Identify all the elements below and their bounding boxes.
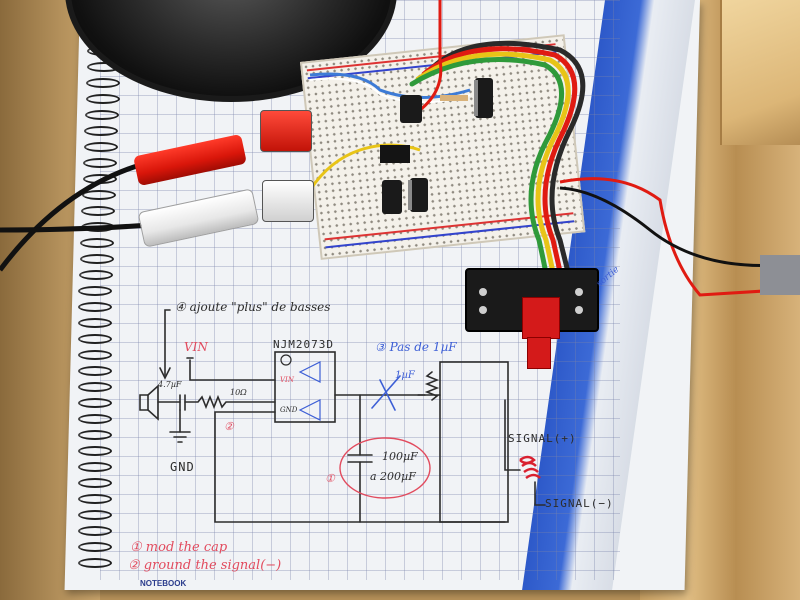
note-footer-2: ② ground the signal(−) <box>128 558 282 573</box>
spiral-ring <box>78 414 112 424</box>
spiral-ring <box>78 558 112 568</box>
slider-knob <box>522 297 560 339</box>
note-gnd: GND <box>170 460 195 474</box>
spiral-ring <box>78 350 112 360</box>
module-hole <box>479 306 487 314</box>
notebook-brand: NOTEBOOK <box>140 579 187 588</box>
spiral-ring <box>78 302 112 312</box>
spiral-ring <box>83 142 118 152</box>
spiral-ring <box>78 366 112 376</box>
note-num-1-schematic: ① <box>325 472 335 485</box>
spiral-ring <box>78 286 113 296</box>
spiral-ring <box>82 190 116 200</box>
breadboard <box>300 34 586 260</box>
spiral-ring <box>79 254 114 264</box>
rca-jack-white <box>262 180 314 222</box>
spiral-ring <box>78 398 112 408</box>
spiral-ring <box>78 382 112 392</box>
spiral-ring <box>78 526 112 536</box>
spiral-ring <box>86 78 121 88</box>
note-footer-1: ① mod the cap <box>130 540 228 555</box>
note-chip-name: NJM2073D <box>273 338 334 351</box>
spiral-ring <box>78 446 112 456</box>
spiral-ring <box>78 462 112 472</box>
note-vin: VIN <box>184 340 208 354</box>
note-mod-bass: ④ ajoute "plus" de basses <box>175 300 331 314</box>
note-cap-pas: ③ Pas de 1µF <box>375 340 457 354</box>
note-signal-plus: SIGNAL(+) <box>508 432 577 445</box>
spiral-ring <box>78 478 112 488</box>
note-res-in: 10Ω <box>230 388 247 397</box>
module-hole <box>575 288 583 296</box>
spiral-ring <box>81 206 116 216</box>
note-pin-vin: VIN <box>280 376 294 384</box>
spiral-ring <box>83 158 118 168</box>
note-signal-minus: SIGNAL(−) <box>545 497 614 510</box>
spiral-ring <box>78 542 112 552</box>
spiral-ring <box>82 174 117 184</box>
slider-stem <box>527 337 551 369</box>
notebook-spiral-binding <box>78 30 122 590</box>
spiral-ring <box>78 430 112 440</box>
spiral-ring <box>79 270 113 280</box>
rca-jack-red <box>260 110 312 152</box>
spiral-ring <box>78 510 112 520</box>
wooden-block <box>720 0 800 145</box>
spiral-ring <box>84 126 119 136</box>
note-cap-1uf: 1µF <box>395 370 415 381</box>
spiral-ring <box>78 318 112 328</box>
spiral-ring <box>85 94 120 104</box>
module-hole <box>575 306 583 314</box>
spiral-ring <box>80 222 115 232</box>
note-pin-gnd: GND <box>280 406 298 414</box>
note-cap-out-top: 100µF <box>382 450 418 463</box>
spiral-ring <box>78 494 112 504</box>
spiral-ring <box>80 238 115 248</box>
breadboard-red-rail-bottom <box>324 212 574 241</box>
spiral-ring <box>78 334 112 344</box>
note-cap-in: 4.7µF <box>158 380 182 389</box>
note-num-2-schematic: ② <box>224 420 234 433</box>
spiral-ring <box>85 110 119 120</box>
module-hole <box>479 288 487 296</box>
note-cap-out-bottom: a 200µF <box>370 470 416 483</box>
